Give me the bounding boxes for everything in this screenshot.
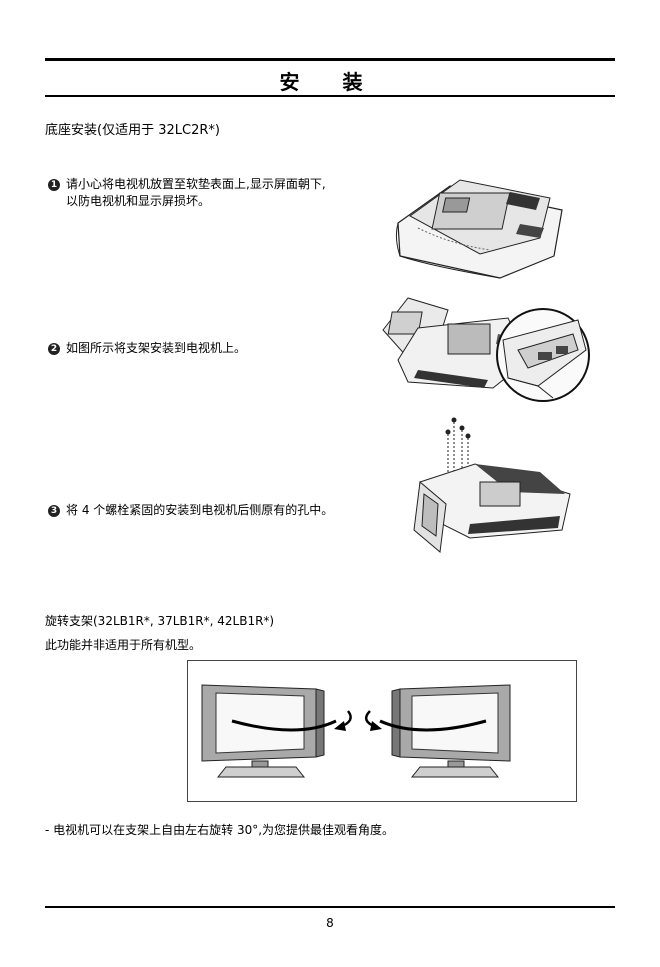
step-2: 2 如图所示将支架安装到电视机上。 bbox=[48, 340, 246, 357]
step-number-2: 2 bbox=[48, 343, 60, 355]
step-1: 1 请小心将电视机放置至软垫表面上,显示屏面朝下, bbox=[48, 176, 326, 193]
screws-install-illustration bbox=[413, 417, 571, 553]
step-1-line-2: 以防电视机和显示屏损坏。 bbox=[66, 194, 211, 208]
tv-facedown-illustration bbox=[395, 179, 563, 279]
step-number-3: 3 bbox=[48, 505, 60, 517]
step-1-line-1: 请小心将电视机放置至软垫表面上,显示屏面朝下, bbox=[66, 177, 326, 191]
title-underline bbox=[45, 95, 615, 97]
stand-attach-illustration bbox=[382, 297, 590, 402]
swivel-availability-note: 此功能并非适用于所有机型。 bbox=[45, 638, 202, 652]
swivel-rotation-illustration bbox=[201, 684, 511, 778]
swivel-figure-frame bbox=[187, 660, 577, 802]
footer-rule bbox=[45, 906, 615, 908]
step-3-line-1: 将 4 个螺栓紧固的安装到电视机后侧原有的孔中。 bbox=[66, 503, 334, 517]
section-heading-swivel-stand: 旋转支架(32LB1R*, 37LB1R*, 42LB1R*) bbox=[45, 614, 275, 628]
top-rule bbox=[45, 58, 615, 61]
page-number: 8 bbox=[326, 916, 334, 930]
section-heading-base-installation: 底座安装(仅适用于 32LC2R*) bbox=[45, 123, 220, 138]
swivel-angle-note: - 电视机可以在支架上自由左右旋转 30°,为您提供最佳观看角度。 bbox=[45, 823, 395, 837]
step-3: 3 将 4 个螺栓紧固的安装到电视机后侧原有的孔中。 bbox=[48, 502, 333, 519]
step-2-line-1: 如图所示将支架安装到电视机上。 bbox=[66, 341, 247, 355]
page-title: 安 装 bbox=[279, 70, 381, 94]
step-number-1: 1 bbox=[48, 179, 60, 191]
